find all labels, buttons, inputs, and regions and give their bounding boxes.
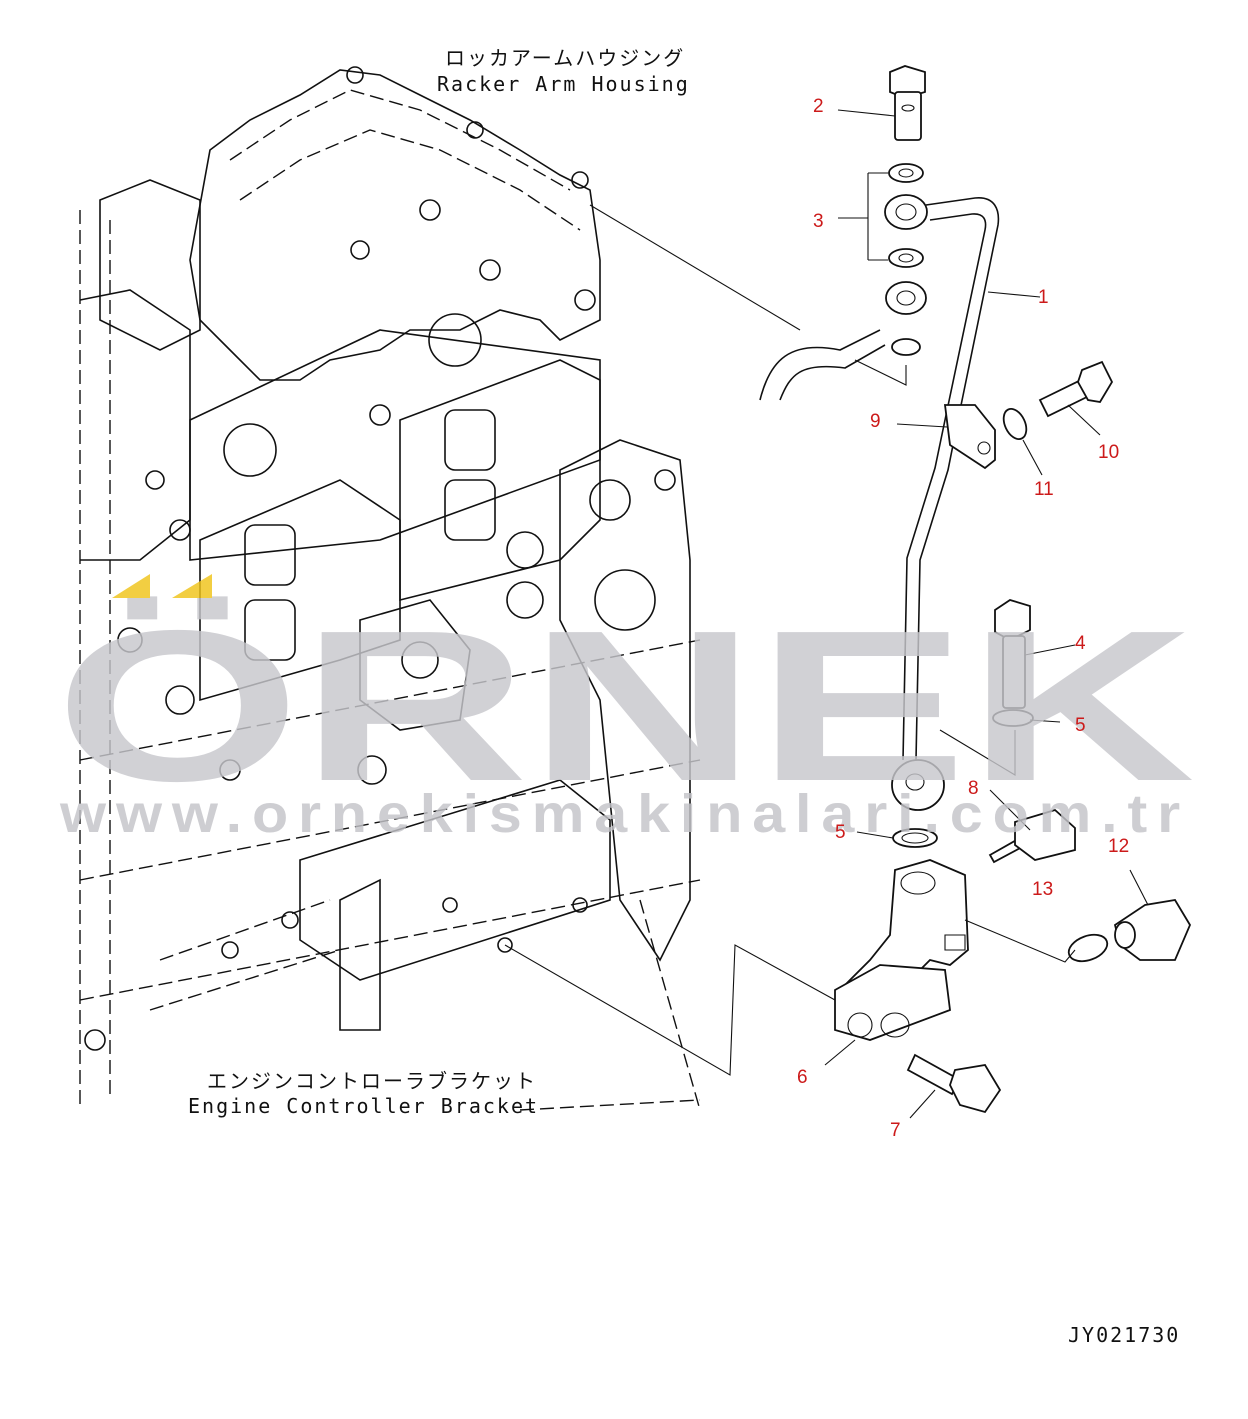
bolt-4-part (994, 599, 1031, 709)
callout-6: 6 (797, 1067, 808, 1088)
callout-leaders (824, 109, 1149, 1119)
oil-tube-assembly (504, 65, 1192, 1114)
connector-12-part (1113, 899, 1192, 961)
clamp-part (943, 404, 996, 470)
engine-controller-bracket-label-jp: エンジンコントローラブラケット (207, 1069, 537, 1093)
callout-5-upper: 5 (1075, 715, 1086, 736)
watermark: ÖRNEK www.ornekismakinalari.com.tr (55, 574, 1195, 844)
banjo-bolt-part (889, 65, 926, 141)
callout-13: 13 (1032, 879, 1053, 900)
washer-bottom-part (888, 248, 924, 268)
callout-numbers: 2 3 1 9 10 11 4 5 8 5 12 13 6 7 (797, 96, 1129, 1141)
callout-1: 1 (1038, 287, 1049, 308)
washer-top-part (888, 163, 924, 183)
watermark-accent-left (112, 574, 150, 598)
callout-8: 8 (968, 778, 979, 799)
bolt-10-part (1038, 360, 1114, 418)
callout-2: 2 (813, 96, 824, 117)
sensor-8-part (988, 808, 1076, 864)
o-ring-13-part (1067, 933, 1109, 963)
banjo-lower-part (891, 759, 945, 811)
callout-3: 3 (813, 211, 824, 232)
watermark-url: www.ornekismakinalari.com.tr (59, 784, 1190, 844)
callout-10: 10 (1098, 442, 1119, 463)
watermark-brand: ÖRNEK (55, 585, 1195, 826)
callout-4: 4 (1075, 633, 1086, 654)
rocker-arm-housing-label-en: Racker Arm Housing (437, 72, 690, 96)
washer-11-part (1002, 407, 1028, 441)
engine-controller-bracket-label-en: Engine Controller Bracket (188, 1094, 539, 1118)
adapter-block-part (834, 859, 969, 1041)
callout-12: 12 (1108, 836, 1129, 857)
banjo-fitting-part (884, 194, 928, 230)
callout-5-lower: 5 (835, 822, 846, 843)
watermark-accent-right (172, 574, 212, 598)
bolt-7-part (906, 1053, 1002, 1114)
callout-11: 11 (1034, 479, 1054, 500)
washer-5-upper-part (992, 709, 1034, 727)
callout-9: 9 (870, 411, 881, 432)
rocker-arm-housing-label-jp: ロッカアームハウジング (445, 46, 685, 70)
drawing-number: JY021730 (1068, 1323, 1180, 1347)
engine-block-drawing (79, 66, 927, 1111)
callout-7: 7 (890, 1120, 901, 1141)
